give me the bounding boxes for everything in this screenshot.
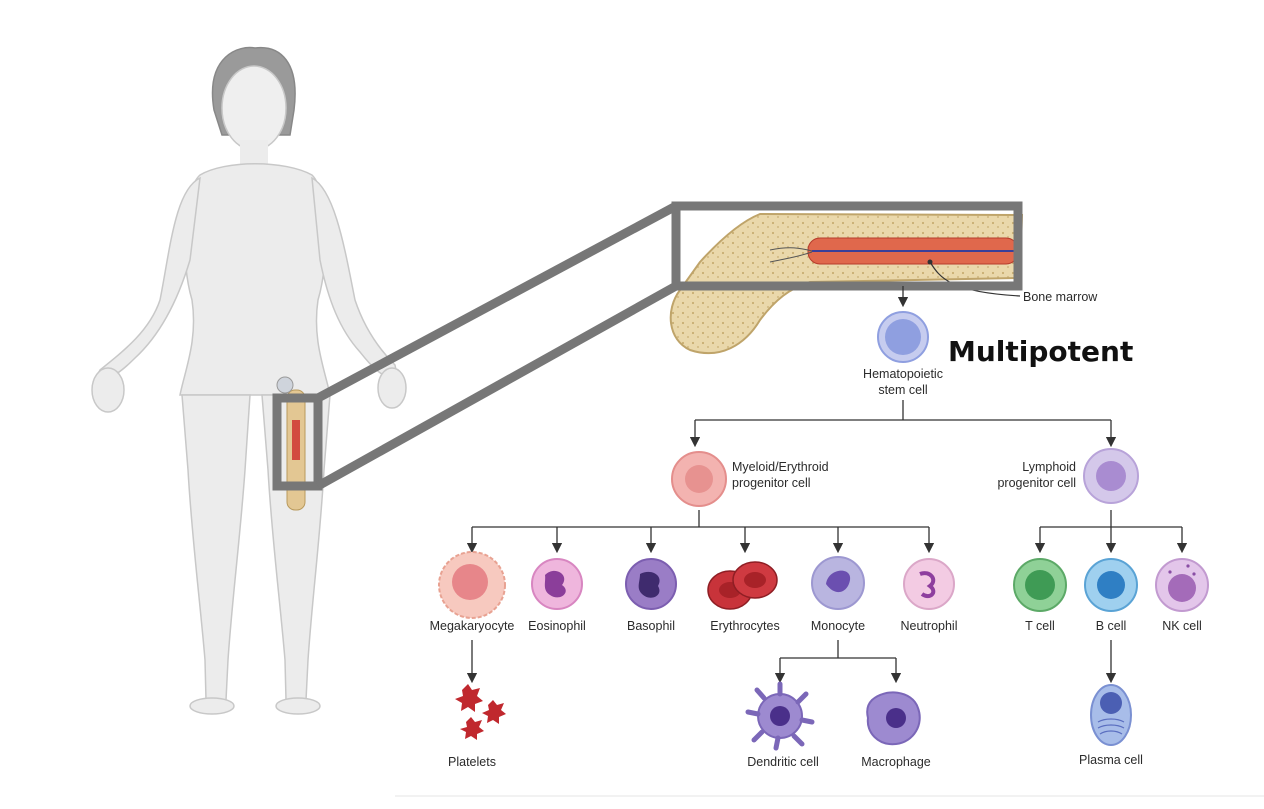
megakaryocyte-label: Megakaryocyte bbox=[429, 619, 515, 633]
basophil-icon bbox=[625, 558, 677, 610]
eosinophil-icon bbox=[531, 558, 583, 610]
zoom-box-small bbox=[272, 393, 323, 491]
lymphoid-progenitor-cell-icon bbox=[1083, 448, 1139, 504]
t-cell-icon bbox=[1013, 558, 1067, 612]
zoom-box-large bbox=[671, 201, 1023, 291]
lineage-connectors bbox=[466, 286, 1188, 684]
myeloid-progenitor-cell-icon bbox=[671, 451, 727, 507]
neutrophil-label: Neutrophil bbox=[900, 619, 958, 633]
platelets-label: Platelets bbox=[448, 755, 496, 769]
erythrocytes-icon bbox=[707, 561, 778, 610]
lymphoid-progenitor-label: Lymphoid progenitor cell bbox=[980, 459, 1076, 491]
femur-small bbox=[276, 376, 306, 511]
dendritic-cell-icon bbox=[745, 681, 815, 751]
nk-cell-label: NK cell bbox=[1162, 619, 1202, 633]
dendritic-cell-label: Dendritic cell bbox=[747, 755, 819, 769]
right-arm bbox=[311, 176, 399, 381]
myeloid-label-line1: Myeloid/Erythroid bbox=[732, 460, 829, 474]
erythrocytes-label: Erythrocytes bbox=[710, 619, 780, 633]
neutrophil-icon bbox=[903, 558, 955, 610]
hematopoietic-stem-cell-icon bbox=[877, 311, 929, 363]
hsc-label-line1: Hematopoietic bbox=[863, 367, 943, 381]
myeloid-progenitor-label: Myeloid/Erythroid progenitor cell bbox=[732, 459, 829, 491]
myeloid-label-line2: progenitor cell bbox=[732, 476, 811, 490]
head bbox=[221, 65, 287, 151]
zoom-indicator bbox=[272, 202, 679, 491]
torso bbox=[179, 163, 331, 396]
lymphoid-label-line2: progenitor cell bbox=[997, 476, 1076, 490]
plasma-cell-icon bbox=[1090, 684, 1132, 746]
monocyte-icon bbox=[811, 556, 865, 610]
monocyte-label: Monocyte bbox=[810, 619, 866, 633]
macrophage-icon bbox=[866, 691, 921, 746]
macrophage-label: Macrophage bbox=[861, 755, 931, 769]
multipotent-heading: Multipotent bbox=[948, 335, 1134, 368]
left-leg bbox=[181, 394, 251, 701]
eosinophil-label: Eosinophil bbox=[528, 619, 586, 633]
femur-large bbox=[669, 212, 1024, 355]
lymphoid-label-line1: Lymphoid bbox=[1022, 460, 1076, 474]
b-cell-icon bbox=[1084, 558, 1138, 612]
bone-marrow-label: Bone marrow bbox=[1023, 290, 1098, 304]
hsc-label-line2: stem cell bbox=[878, 383, 928, 397]
megakaryocyte-icon bbox=[438, 551, 506, 619]
platelets-icon bbox=[455, 684, 506, 740]
left-arm bbox=[93, 176, 201, 381]
b-cell-label: B cell bbox=[1095, 619, 1127, 633]
hsc-label: Hematopoietic stem cell bbox=[843, 366, 963, 398]
basophil-label: Basophil bbox=[627, 619, 675, 633]
nk-cell-icon bbox=[1155, 558, 1209, 612]
t-cell-label: T cell bbox=[1025, 619, 1055, 633]
plasma-cell-label: Plasma cell bbox=[1079, 753, 1143, 767]
